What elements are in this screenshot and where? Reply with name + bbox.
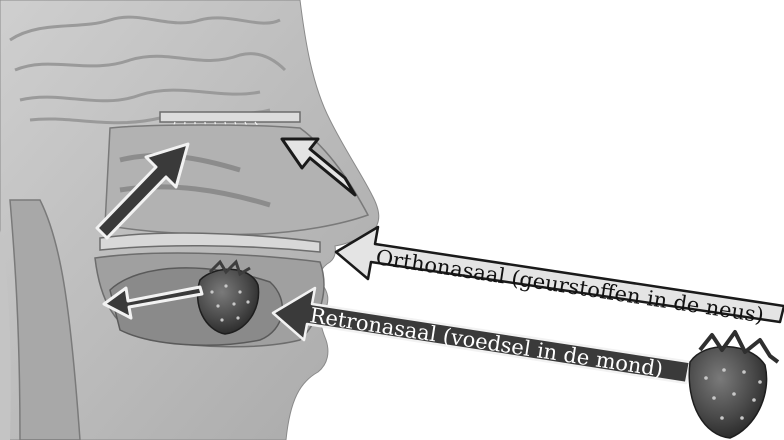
retronasal-label: Retronasaal (voedsel in de mond) [308, 303, 664, 381]
orthonasal-label: Orthonasaal (geurstoffen in de neus) [374, 245, 765, 327]
orthonasal-label-arrow: Orthonasaal (geurstoffen in de neus) [336, 227, 784, 328]
olfactory-bulb [160, 112, 300, 122]
strawberry-outside-icon [689, 332, 778, 438]
